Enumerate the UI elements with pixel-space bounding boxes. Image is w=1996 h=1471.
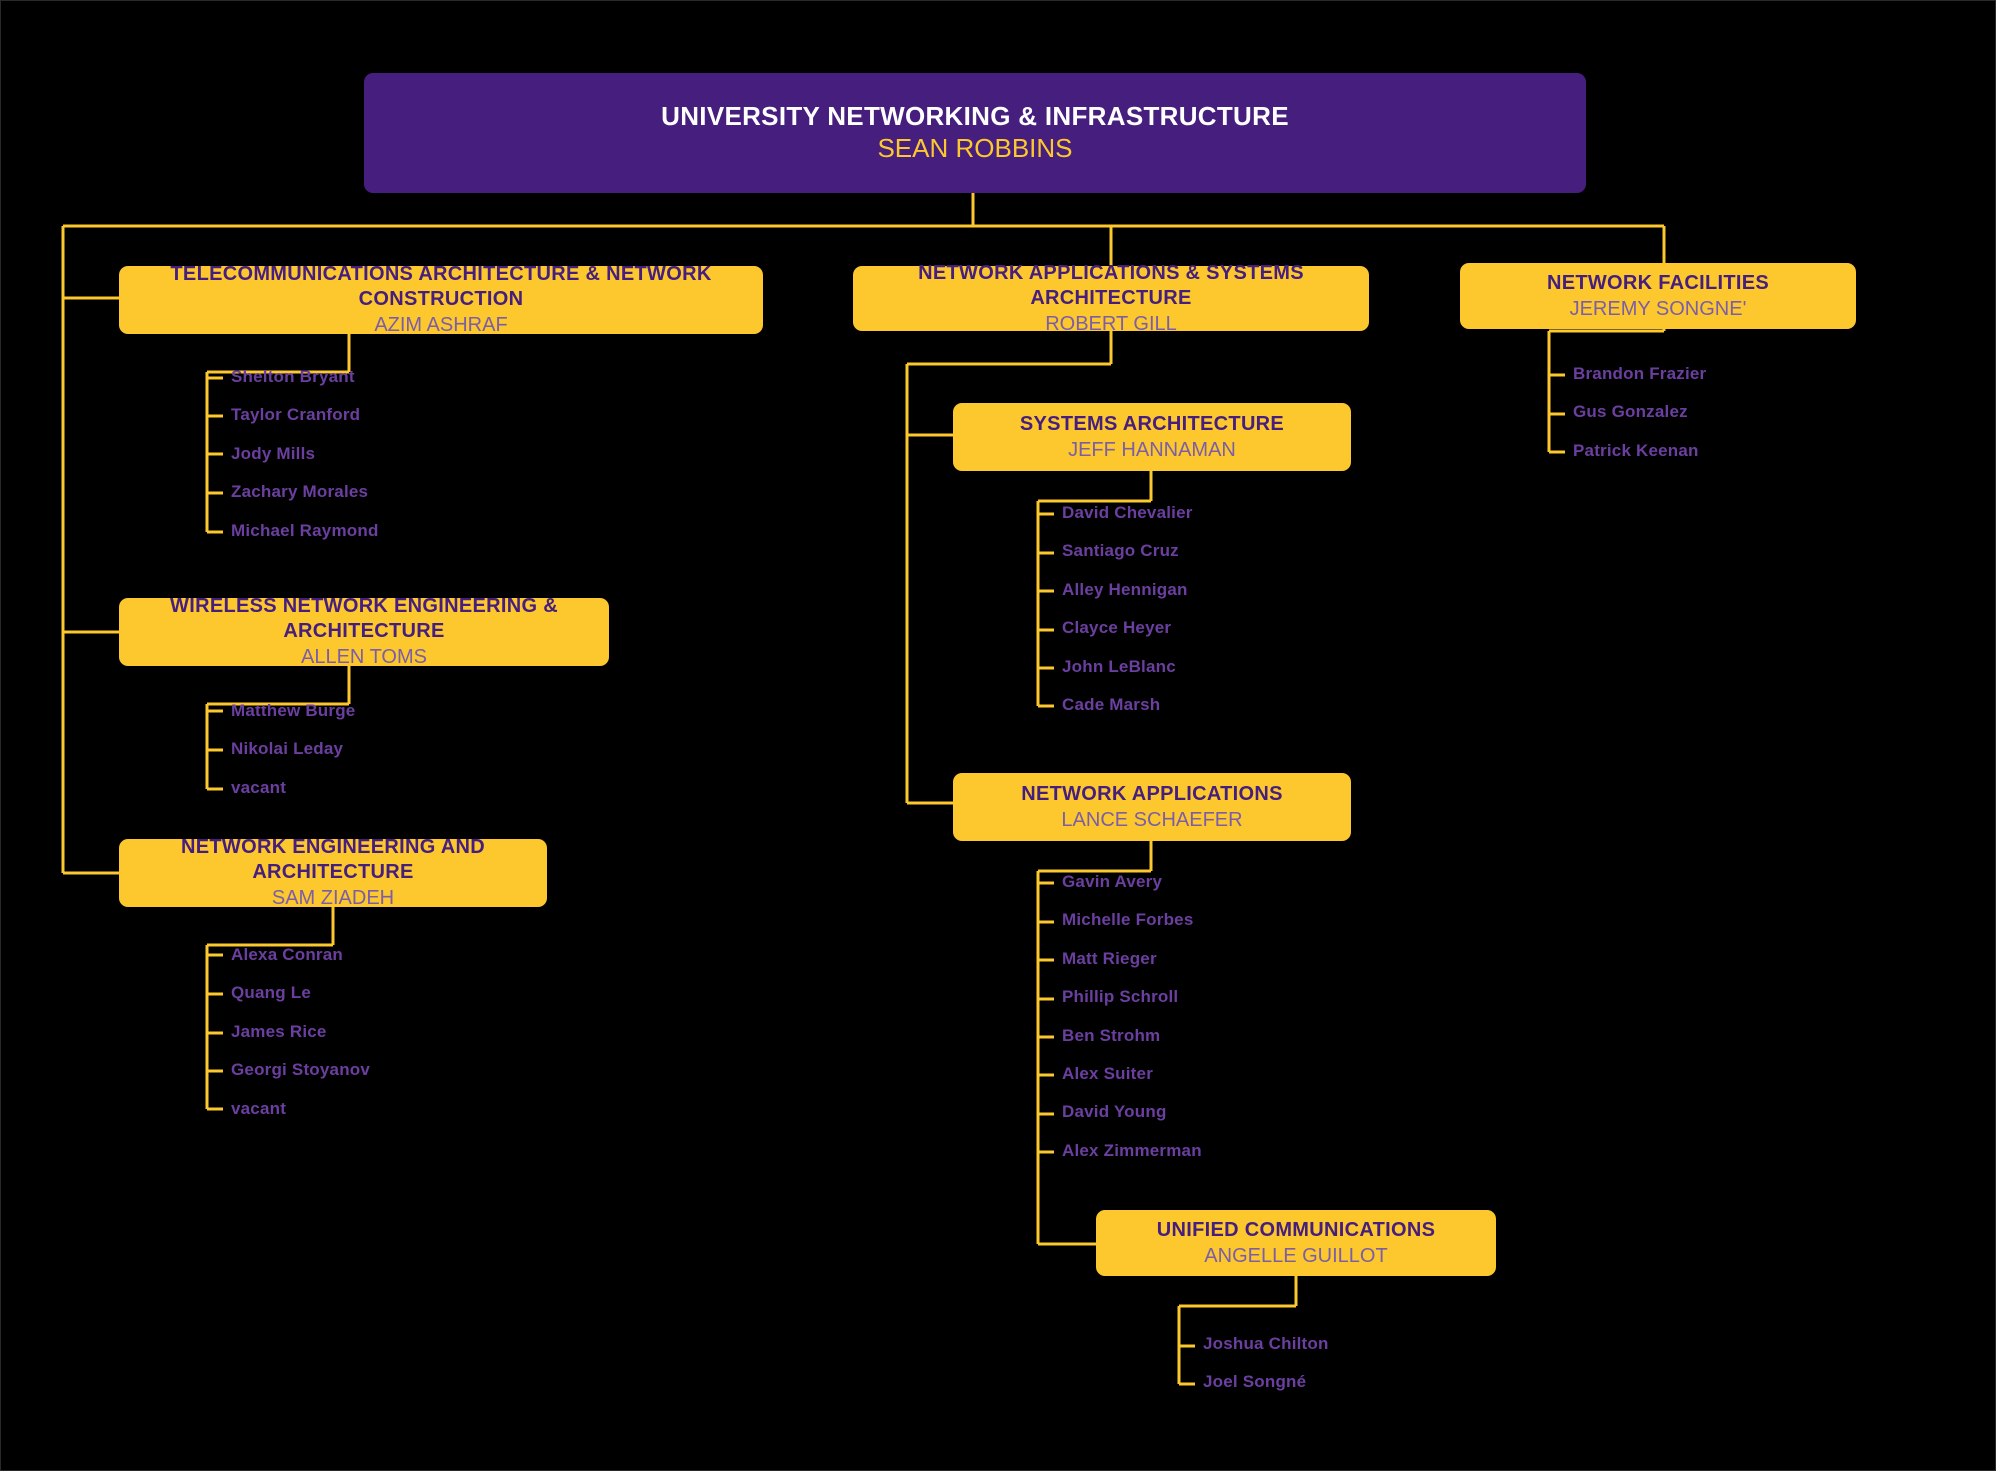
node-network-applications-and-systems-architecture[interactable]: NETWORK APPLICATIONS & SYSTEMS ARCHITECT… — [853, 262, 1369, 335]
node-systems-architecture[interactable]: SYSTEMS ARCHITECTURE JEFF HANNAMAN — [953, 403, 1351, 471]
node-person: ANGELLE GUILLOT — [1204, 1244, 1388, 1267]
leaf-name[interactable]: Taylor Cranford — [231, 405, 361, 424]
node-title: UNIVERSITY NETWORKING & INFRASTRUCTURE — [661, 100, 1289, 131]
leaf-name[interactable]: Quang Le — [231, 983, 311, 1002]
leaf-name[interactable]: Matthew Burge — [231, 701, 356, 720]
node-person: ALLEN TOMS — [301, 646, 427, 668]
leaf-name[interactable]: Zachary Morales — [231, 482, 369, 501]
leaf-name[interactable]: Alex Zimmerman — [1062, 1141, 1202, 1160]
leaf-name[interactable]: Phillip Schroll — [1062, 987, 1179, 1006]
node-title: UNIFIED COMMUNICATIONS — [1156, 1218, 1436, 1241]
leaf-name[interactable]: Brandon Frazier — [1573, 364, 1707, 383]
leaf-name[interactable]: Michael Raymond — [231, 521, 379, 540]
leaf-name[interactable]: Cade Marsh — [1062, 695, 1161, 714]
leaf-name[interactable]: Jody Mills — [231, 444, 316, 463]
leaf-name[interactable]: Shelton Bryant — [231, 367, 355, 386]
node-title: NETWORK APPLICATIONS — [1021, 782, 1283, 805]
leaf-name[interactable]: Joshua Chilton — [1203, 1334, 1329, 1353]
node-title: NETWORK FACILITIES — [1546, 271, 1770, 294]
node-person: LANCE SCHAEFER — [1061, 808, 1243, 831]
leaf-name[interactable]: Alley Hennigan — [1062, 580, 1188, 599]
node-unified-communications[interactable]: UNIFIED COMMUNICATIONS ANGELLE GUILLOT — [1096, 1210, 1496, 1276]
node-telecommunications-architecture[interactable]: TELECOMMUNICATIONS ARCHITECTURE & NETWOR… — [119, 263, 763, 336]
node-network-engineering-and-architecture[interactable]: NETWORK ENGINEERING AND ARCHITECTURE SAM… — [119, 836, 547, 909]
node-title: WIRELESS NETWORK ENGINEERING & ARCHITECT… — [170, 595, 558, 642]
leaf-name[interactable]: Gus Gonzalez — [1573, 402, 1688, 421]
leaf-name[interactable]: Alex Suiter — [1062, 1064, 1154, 1083]
node-person: JEFF HANNAMAN — [1068, 438, 1236, 461]
leaf-name[interactable]: Ben Strohm — [1062, 1026, 1161, 1045]
leaf-name[interactable]: Michelle Forbes — [1062, 910, 1194, 929]
node-title: TELECOMMUNICATIONS ARCHITECTURE & NETWOR… — [170, 263, 712, 310]
node-title: NETWORK APPLICATIONS & SYSTEMS ARCHITECT… — [918, 261, 1304, 309]
leaf-name[interactable]: Georgi Stoyanov — [231, 1060, 371, 1079]
leaf-name[interactable]: David Young — [1062, 1102, 1167, 1121]
node-title: NETWORK ENGINEERING AND ARCHITECTURE — [181, 836, 485, 883]
node-wireless-network-engineering[interactable]: WIRELESS NETWORK ENGINEERING & ARCHITECT… — [119, 595, 609, 668]
leaf-name[interactable]: Matt Rieger — [1062, 949, 1157, 968]
leaf-name[interactable]: vacant — [231, 778, 287, 797]
leaf-name[interactable]: John LeBlanc — [1062, 657, 1176, 676]
leaf-name[interactable]: Alexa Conran — [231, 945, 343, 964]
leaf-name[interactable]: vacant — [231, 1099, 287, 1118]
leaf-name[interactable]: Joel Songné — [1203, 1372, 1307, 1391]
node-person: SAM ZIADEH — [271, 887, 395, 909]
node-network-applications[interactable]: NETWORK APPLICATIONS LANCE SCHAEFER — [953, 773, 1351, 841]
node-person: AZIM ASHRAF — [374, 314, 508, 336]
leaf-name[interactable]: Clayce Heyer — [1062, 618, 1172, 637]
leaf-name[interactable]: James Rice — [231, 1022, 327, 1041]
node-person: JEREMY SONGNE' — [1569, 297, 1747, 320]
node-title: SYSTEMS ARCHITECTURE — [1019, 412, 1285, 435]
leaf-name[interactable]: Nikolai Leday — [231, 739, 344, 758]
node-root-university-networking[interactable]: UNIVERSITY NETWORKING & INFRASTRUCTURE S… — [364, 73, 1586, 193]
node-network-facilities[interactable]: NETWORK FACILITIES JEREMY SONGNE' — [1460, 263, 1856, 329]
leaf-name[interactable]: Santiago Cruz — [1062, 541, 1179, 560]
leaf-name[interactable]: Patrick Keenan — [1573, 441, 1699, 460]
node-person: SEAN ROBBINS — [877, 133, 1073, 164]
node-person: ROBERT GILL — [1045, 312, 1177, 335]
leaf-name[interactable]: David Chevalier — [1062, 503, 1193, 522]
leaf-name[interactable]: Gavin Avery — [1062, 872, 1163, 891]
